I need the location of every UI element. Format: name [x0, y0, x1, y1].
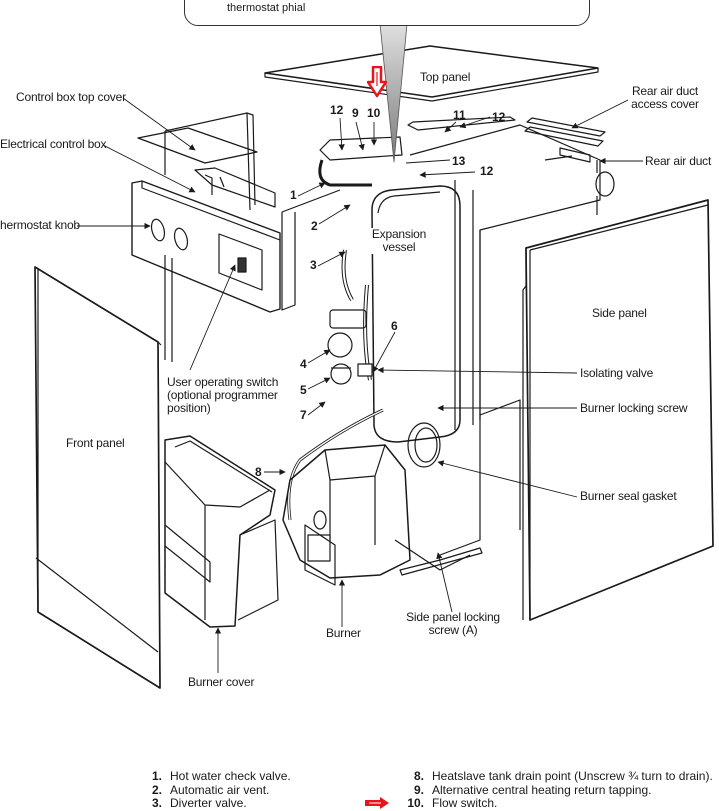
legend-text: Automatic air vent.	[170, 782, 270, 797]
part-number-1: 1	[290, 188, 297, 202]
label-burner-locking-screw: Burner locking screw	[580, 401, 688, 415]
side-panel-shape	[522, 199, 714, 621]
label-line: Rear air duct	[631, 84, 699, 98]
pump-shape	[327, 309, 367, 385]
part-number-9: 9	[352, 106, 359, 120]
leader-lines	[77, 97, 643, 673]
highlight-right-arrow-icon	[365, 797, 389, 809]
legend-item: 1. Hot water check valve.	[140, 770, 291, 784]
part-number-3: 3	[310, 258, 317, 272]
legend-text: Hot water check valve.	[170, 769, 291, 783]
legend-text: Alternative central heating return tappi…	[432, 782, 652, 797]
part-number-11: 11	[453, 108, 466, 122]
label-rear-air-duct: Rear air duct	[645, 154, 712, 168]
part-number-8: 8	[255, 465, 262, 479]
label-electrical-control-box: Electrical control box	[0, 137, 107, 151]
legend-text: Heatslave tank drain point (Unscrew ¾ tu…	[432, 769, 713, 783]
label-rear-air-duct-access-cover: Rear air duct access cover	[625, 85, 705, 111]
part-number-5: 5	[300, 383, 307, 397]
label-line: Side panel locking	[406, 610, 500, 624]
legend-number: 3.	[151, 796, 162, 810]
part-number-10: 10	[367, 106, 381, 120]
highlight-down-arrow-icon	[367, 66, 387, 98]
label-side-panel-locking-screw: Side panel locking screw (A)	[400, 611, 506, 637]
label-burner-seal-gasket: Burner seal gasket	[580, 489, 677, 503]
control-fascia-shape	[131, 180, 281, 313]
label-thermostat-knob: hermostat knob	[0, 218, 80, 232]
legend-number: 9.	[413, 782, 424, 797]
part-number-13: 13	[452, 154, 466, 168]
label-line: position)	[167, 401, 211, 415]
front-panel-shape	[34, 266, 162, 689]
legend-item: 2. Automatic air vent.	[140, 782, 291, 798]
legend-text: Flow switch.	[432, 796, 498, 810]
label-line: User operating switch	[167, 375, 279, 389]
label-side-panel: Side panel	[592, 306, 647, 320]
legend-number: 1.	[151, 769, 162, 783]
label-line: screw (A)	[428, 623, 478, 637]
label-top-panel: Top panel	[420, 70, 471, 84]
legend-item: 3. Diverter valve.	[140, 797, 291, 811]
electrical-control-box-shape	[194, 167, 276, 208]
legend-right: 8. Heatslave tank drain point (Unscrew ¾ …	[402, 770, 713, 811]
legend-text: Diverter valve.	[170, 796, 247, 810]
part-number-4: 4	[300, 357, 307, 371]
legend-item: 9. Alternative central heating return tap…	[402, 782, 713, 798]
control-box-top-cover-shape	[137, 127, 258, 164]
legend-number: 8.	[413, 769, 424, 783]
burner-seal-gasket-shape	[407, 422, 441, 468]
part-number-7: 7	[300, 408, 307, 422]
part-number-2: 2	[311, 219, 318, 233]
label-line: vessel	[382, 240, 416, 254]
legend-item: 8. Heatslave tank drain point (Unscrew ¾ …	[402, 770, 713, 784]
burner-cover-shape	[164, 435, 279, 628]
label-burner-cover: Burner cover	[188, 675, 255, 689]
legend-item: 10. Flow switch.	[402, 797, 713, 811]
label-line: access cover	[631, 97, 699, 111]
label-line: (optional programmer	[167, 388, 278, 402]
label-burner: Burner	[326, 626, 361, 640]
label-isolating-valve: Isolating valve	[580, 366, 654, 380]
legend-left: 1. Hot water check valve. 2. Automatic air…	[140, 770, 291, 811]
callout-text: thermostat phial	[227, 2, 306, 14]
label-user-operating-switch: User operating switch (optional programm…	[167, 376, 278, 415]
rear-air-duct-access-cover-shape	[524, 117, 606, 147]
legend-number: 10.	[407, 796, 424, 810]
burner-shape	[282, 444, 471, 586]
legend-number: 2.	[151, 782, 162, 797]
expansion-vessel-shape	[371, 185, 461, 443]
part-number-12c: 12	[480, 164, 494, 178]
label-front-panel: Front panel	[66, 436, 125, 450]
part-number-12b: 12	[492, 110, 506, 124]
label-expansion-vessel: Expansion vessel	[371, 228, 427, 254]
part-number-6: 6	[391, 319, 398, 333]
part-number-12a: 12	[330, 103, 344, 117]
heat-exchanger-cabinet	[409, 124, 615, 556]
label-line: Expansion	[371, 227, 427, 241]
label-control-box-top-cover: Control box top cover	[16, 90, 126, 104]
callout-box: thermostat phial	[184, 0, 590, 26]
isolating-valve-shape	[357, 363, 373, 377]
